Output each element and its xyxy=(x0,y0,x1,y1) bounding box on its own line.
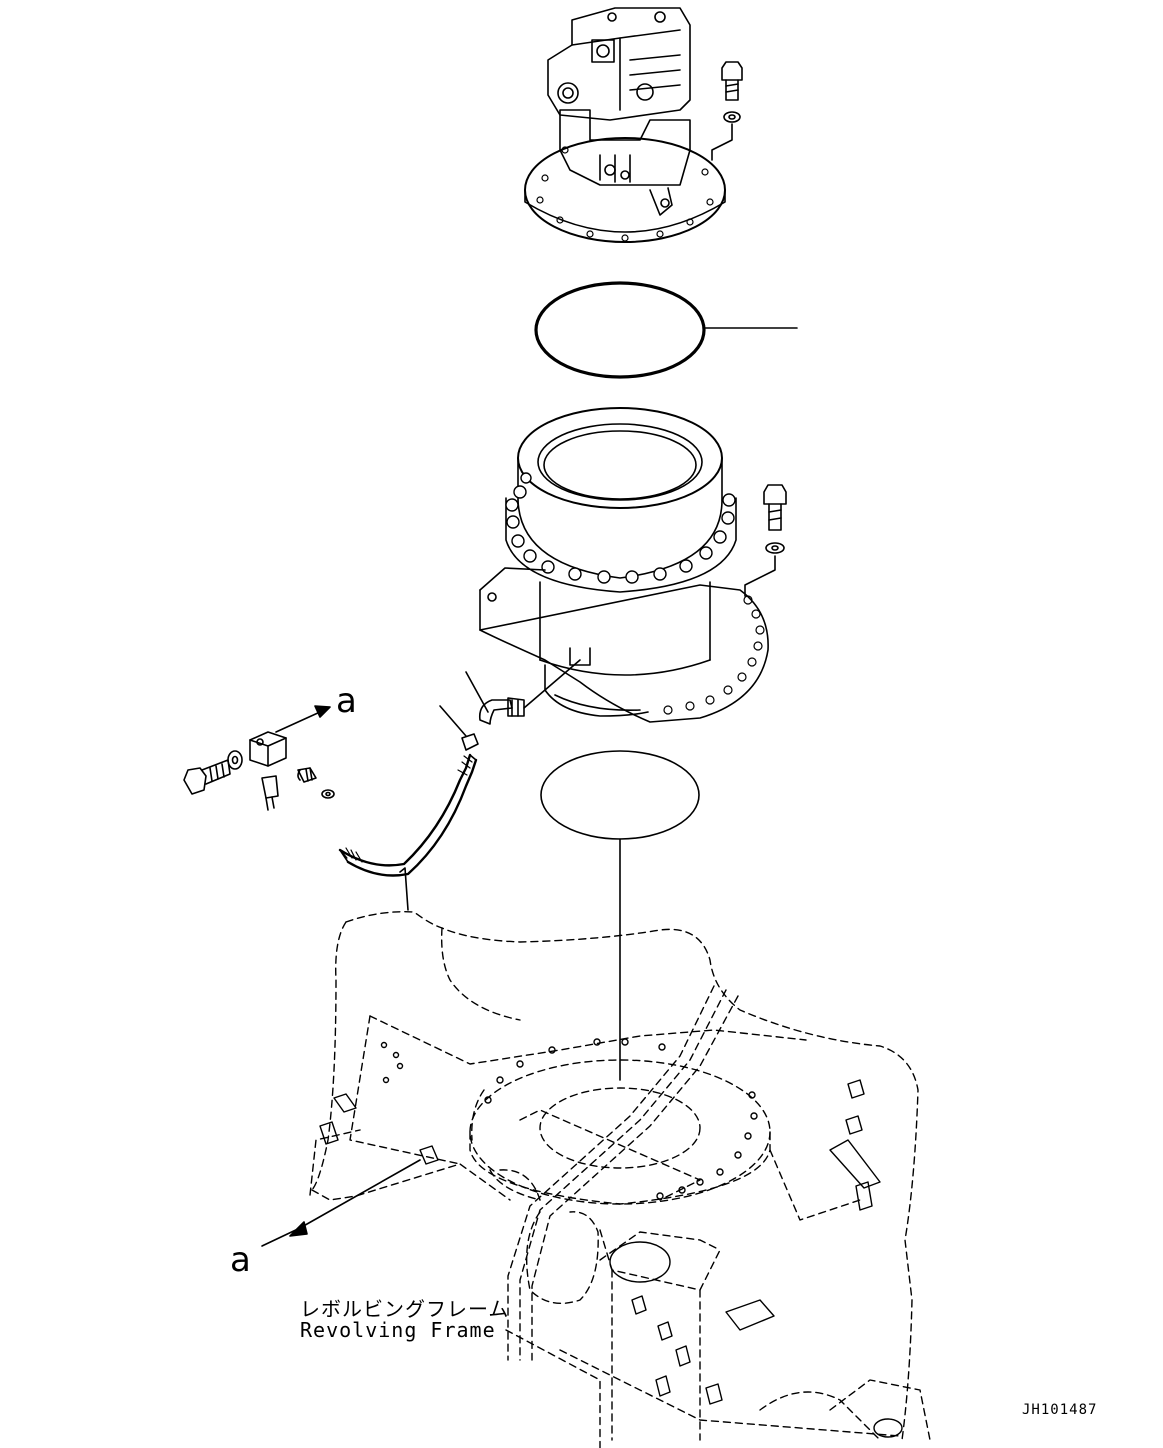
drawing-code: JH101487 xyxy=(1022,1402,1098,1418)
frame-label-jp: レボルビングフレーム xyxy=(300,1297,510,1321)
callout-a-bottom: a xyxy=(230,1240,251,1280)
o-ring xyxy=(534,281,798,379)
swing-machinery-case xyxy=(479,407,769,723)
cover-disc xyxy=(540,750,700,1081)
drain-hose-assembly xyxy=(183,659,581,911)
case-bolt-icon xyxy=(744,484,787,597)
motor-bolt-icon xyxy=(711,61,743,161)
revolving-frame xyxy=(261,911,931,1448)
callout-a-top: a xyxy=(336,681,357,721)
swing-motor xyxy=(524,7,726,243)
frame-label-en: Revolving Frame xyxy=(300,1318,496,1342)
